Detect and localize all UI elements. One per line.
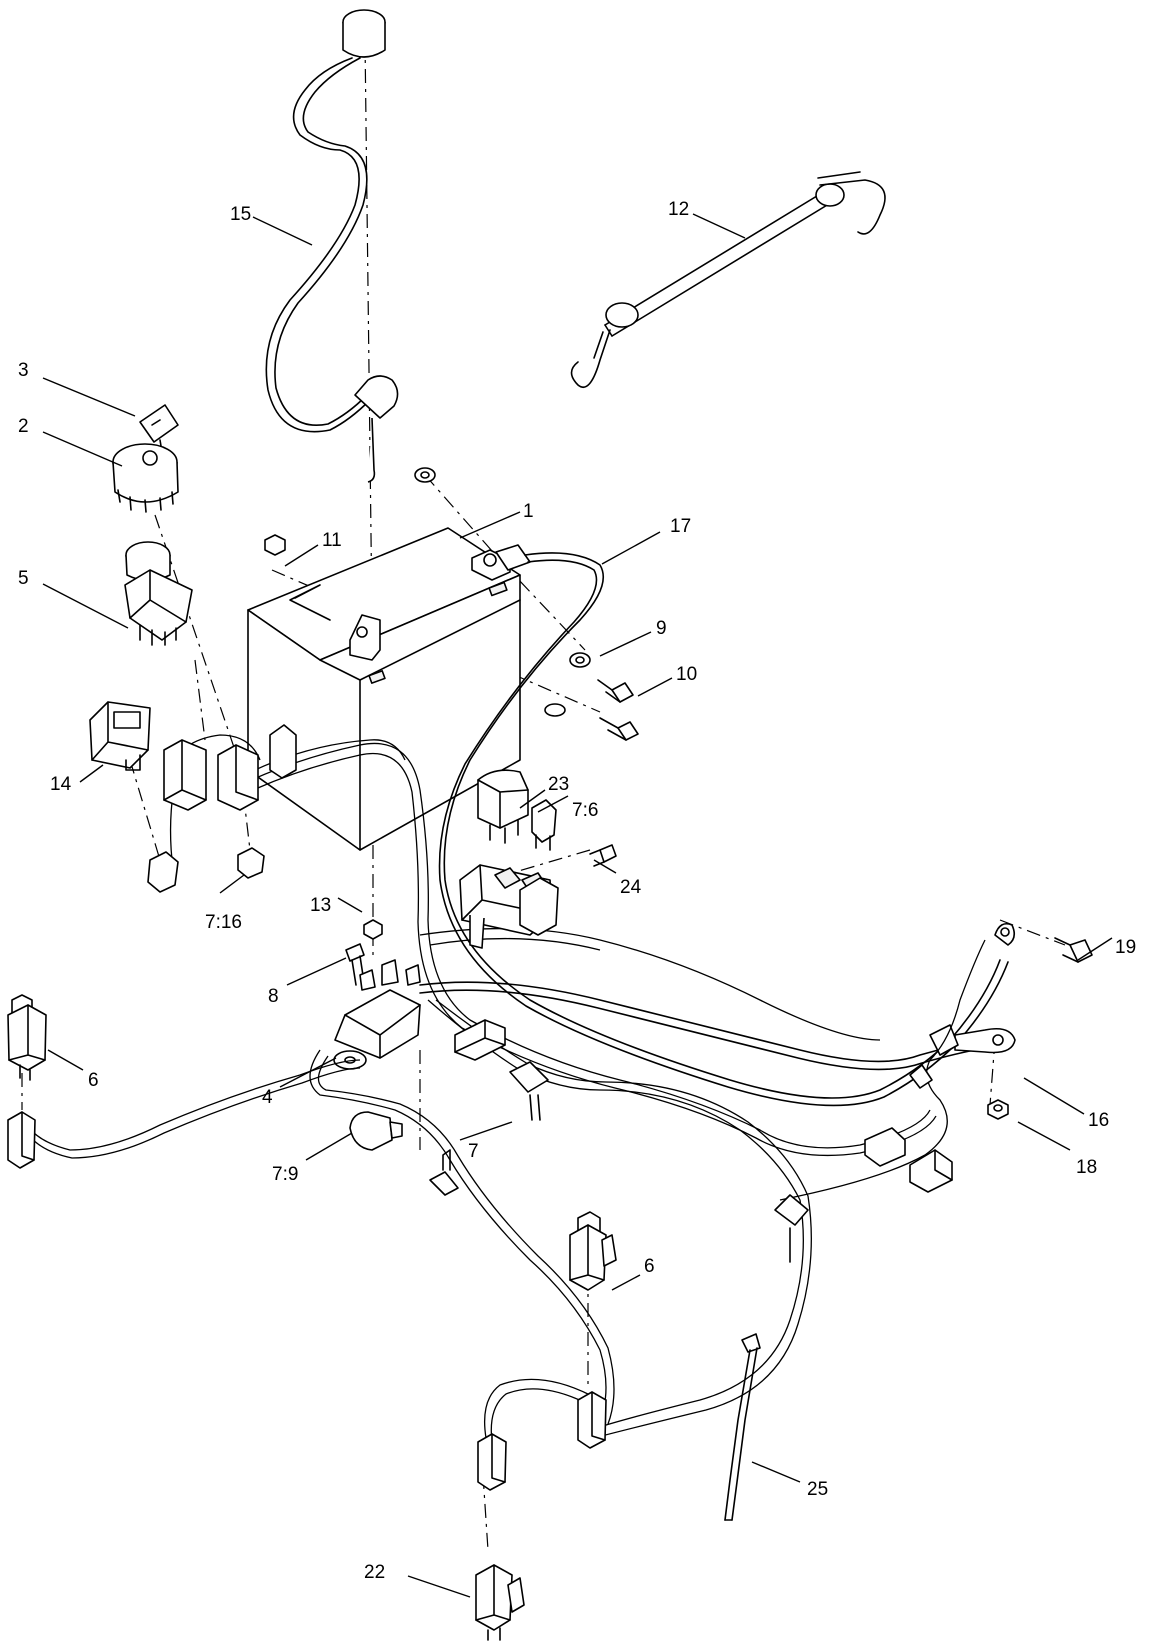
callout-5: 5 (18, 568, 29, 589)
leader-lines (42, 213, 1113, 1598)
switch-part-22 (475, 1433, 525, 1641)
bolt-part-19 (1069, 939, 1093, 963)
ground-cable-part-16 (419, 981, 1016, 1071)
bolt-part-10 (611, 682, 634, 703)
solenoid-part-4 (333, 959, 421, 1070)
callout-10: 10 (676, 664, 697, 685)
callout-24: 24 (620, 877, 642, 898)
ignition-switch-part-2 (112, 443, 179, 513)
wire-harness-part-7 (21, 724, 986, 1443)
washer-lower (544, 703, 566, 717)
battery-part-1 (247, 527, 521, 851)
callout-7-16: 7:16 (205, 912, 242, 933)
hour-meter-part-14 (89, 701, 151, 771)
pto-switch-part-5 (124, 541, 193, 646)
connector-left-a (163, 739, 207, 811)
callout-14: 14 (50, 774, 72, 795)
callout-9: 9 (656, 618, 667, 639)
diode-part-7-9 (349, 1111, 403, 1151)
cable-tie-part-25 (724, 1333, 761, 1521)
bolt-lower (617, 721, 639, 741)
callout-6-left: 6 (88, 1070, 99, 1091)
callout-11: 11 (322, 530, 342, 551)
cable-boot-part-15 (265, 9, 399, 483)
callout-23: 23 (548, 774, 569, 795)
callout-17: 17 (670, 516, 691, 537)
connector-left-b (217, 744, 259, 811)
bolt-part-8 (345, 943, 365, 962)
callout-3: 3 (18, 360, 29, 381)
washer-top (414, 467, 436, 483)
battery-cable-part-17 (438, 544, 1016, 1107)
battery-strap-part-12 (570, 171, 886, 388)
callout-7-6: 7:6 (572, 800, 598, 821)
nut-part-11 (264, 534, 286, 556)
washer-part-9 (569, 652, 591, 668)
callout-2: 2 (18, 416, 29, 437)
callout-7-9: 7:9 (272, 1164, 298, 1185)
callout-1: 1 (523, 501, 534, 522)
fuse-part-7-6 (531, 799, 557, 851)
seat-switch-part-6-left (7, 994, 47, 1169)
callout-4: 4 (262, 1087, 273, 1108)
callout-18: 18 (1076, 1157, 1097, 1178)
callout-22: 22 (364, 1562, 385, 1583)
callout-12: 12 (668, 199, 689, 220)
relay-part-23 (477, 769, 529, 844)
callout-16: 16 (1088, 1110, 1109, 1131)
callout-13: 13 (310, 895, 331, 916)
hardware (264, 467, 1093, 1120)
callout-25: 25 (807, 1479, 828, 1500)
callout-labels: 15 12 3 2 1 17 11 5 9 10 14 23 7:6 24 7:… (18, 199, 1136, 1583)
callout-19: 19 (1115, 937, 1136, 958)
brake-switch-part-6-right (569, 1211, 617, 1449)
fuse-part-7-16 (237, 847, 265, 879)
callout-8: 8 (268, 986, 279, 1007)
nut-part-18 (987, 1099, 1009, 1120)
callout-15: 15 (230, 204, 251, 225)
nut-part-13 (363, 919, 383, 940)
fuse-block (459, 864, 559, 949)
callout-6-right: 6 (644, 1256, 655, 1277)
callout-7: 7 (468, 1141, 479, 1162)
screw-part-24 (599, 844, 617, 863)
